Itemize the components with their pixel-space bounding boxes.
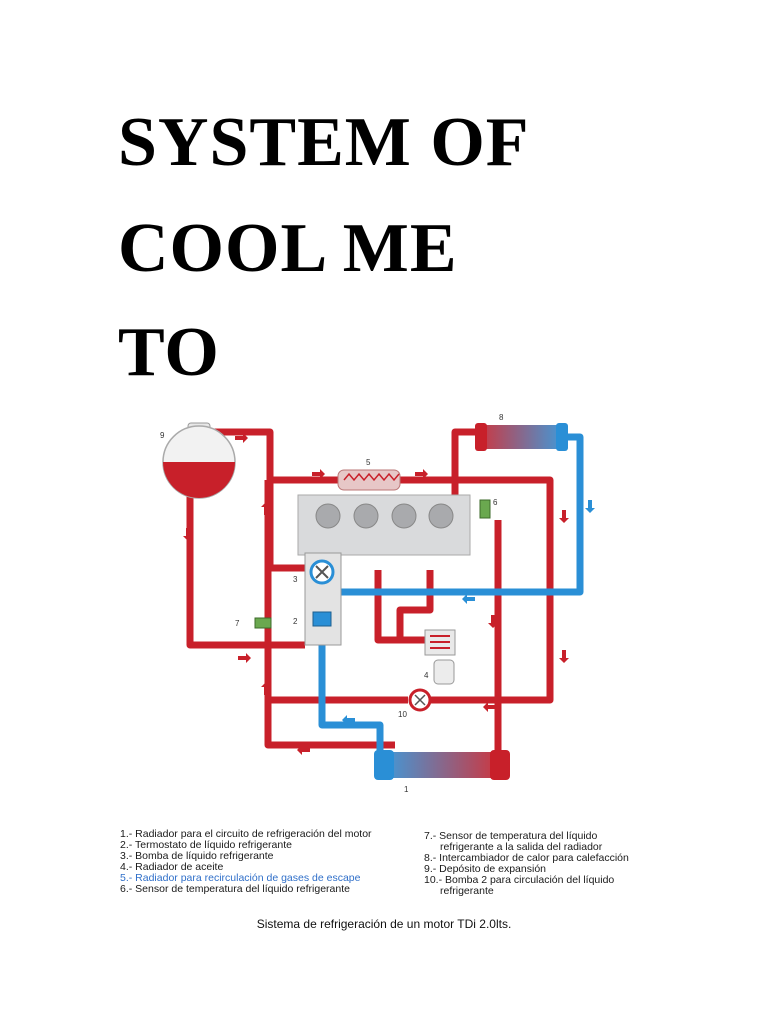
title-line-3: TO: [118, 314, 220, 391]
legend-item-6: 6.- Sensor de temperatura del líquido re…: [120, 883, 350, 895]
legend-item-10: 10.- Bomba 2 para circulación del líquid…: [424, 874, 615, 886]
label-3: 3: [293, 575, 298, 584]
label-4: 4: [424, 671, 429, 680]
label-10: 10: [398, 710, 407, 719]
hot-pipe-heater-in: [451, 428, 478, 500]
legend-item-4: 4.- Radiador de aceite: [120, 861, 224, 873]
main-radiator: [374, 750, 510, 780]
title-line-1: SYSTEM OF: [118, 104, 530, 181]
legend-right: 7.- Sensor de temperatura del líquido re…: [424, 831, 629, 897]
pump-thermostat-housing: [304, 552, 342, 646]
label-5: 5: [366, 458, 371, 467]
figure-caption: Sistema de refrigeración de un motor TDi…: [256, 917, 512, 931]
legend-item-5: 5.- Radiador para recirculación de gases…: [120, 872, 361, 884]
oil-cooler: [424, 629, 456, 685]
label-2: 2: [293, 617, 298, 626]
legend-item-3: 3.- Bomba de líquido refrigerante: [120, 850, 274, 862]
heater-heat-exchanger: [475, 423, 568, 451]
legend-left: 1.- Radiador para el circuito de refrige…: [120, 829, 372, 895]
component-labels: 1 2 3 4 5 6 7 8 9 10: [160, 413, 504, 794]
flow-arrows: [183, 433, 569, 755]
title-line-2: COOL ME: [118, 210, 458, 287]
cold-pipe-heater-return: [325, 433, 584, 596]
cooling-system-diagram: 1 2 3 4 5 6 7 8 9 10: [160, 413, 595, 794]
legend-item-2: 2.- Termostato de líquido refrigerante: [120, 839, 292, 851]
legend-item-7: 7.- Sensor de temperatura del líquido: [424, 830, 598, 842]
engine-block: [297, 494, 471, 556]
legend-item-8: 8.- Intercambiador de calor para calefac…: [424, 852, 629, 864]
label-9: 9: [160, 431, 165, 440]
temperature-sensor-6: [479, 499, 491, 519]
legend-item-10-cont: refrigerante: [440, 885, 494, 897]
hot-pipe-expansion-left: [186, 478, 305, 649]
legend-item-1: 1.- Radiador para el circuito de refrige…: [120, 828, 372, 840]
label-8: 8: [499, 413, 504, 422]
expansion-tank: [162, 422, 236, 499]
egr-radiator: [337, 469, 401, 491]
pump-2: [408, 688, 432, 712]
temperature-sensor-7: [254, 617, 272, 629]
label-7: 7: [235, 619, 240, 628]
cold-flow-arrows: [342, 500, 595, 725]
label-1: 1: [404, 785, 409, 794]
label-6: 6: [493, 498, 498, 507]
hot-pipe-bottom-left: [264, 696, 330, 745]
legend-item-7-cont: refrigerante a la salida del radiador: [440, 841, 603, 853]
legend-item-9: 9.- Depósito de expansión: [424, 863, 546, 875]
